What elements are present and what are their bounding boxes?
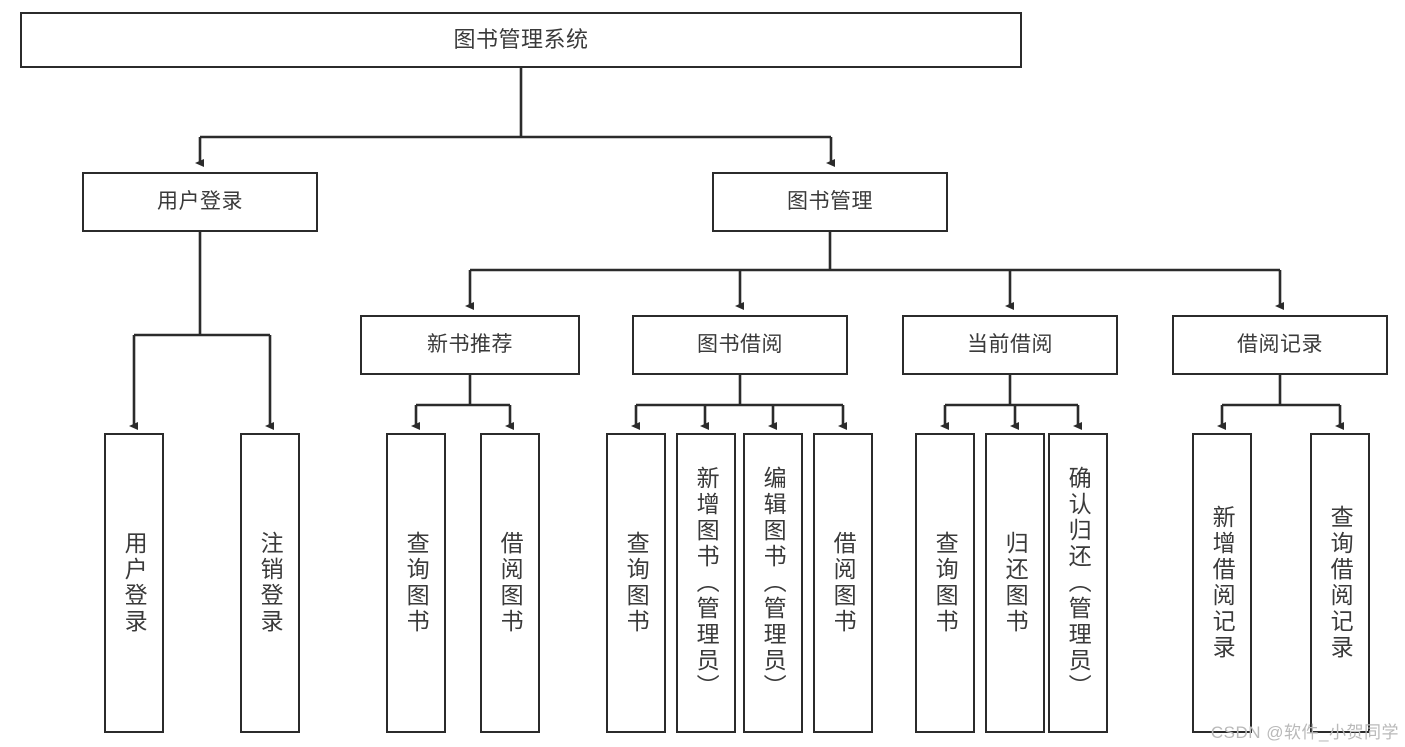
node-label: 归还图书 xyxy=(1002,531,1029,635)
node-borrow-record[interactable]: 借阅记录 xyxy=(1172,315,1388,375)
leaf-record-add-record[interactable]: 新增借阅记录 xyxy=(1192,433,1252,733)
node-label: 用户登录 xyxy=(121,531,148,635)
node-label: 查询图书 xyxy=(932,531,959,635)
leaf-borrow-add-book-admin[interactable]: 新增图书（管理员） xyxy=(676,433,736,733)
node-book-management[interactable]: 图书管理 xyxy=(712,172,948,232)
leaf-current-confirm-return-admin[interactable]: 确认归还（管理员） xyxy=(1048,433,1108,733)
node-label: 新增图书（管理员） xyxy=(693,466,720,700)
node-root-system[interactable]: 图书管理系统 xyxy=(20,12,1022,68)
node-label: 借阅图书 xyxy=(497,531,524,635)
leaf-borrow-edit-book-admin[interactable]: 编辑图书（管理员） xyxy=(743,433,803,733)
node-label: 查询图书 xyxy=(623,531,650,635)
node-label: 查询借阅记录 xyxy=(1327,505,1354,661)
node-label: 图书管理 xyxy=(787,189,873,213)
node-label: 借阅记录 xyxy=(1237,332,1323,356)
leaf-recommend-borrow-book[interactable]: 借阅图书 xyxy=(480,433,540,733)
watermark-text: CSDN @软件_小贺同学 xyxy=(1210,723,1399,742)
node-new-book-recommend[interactable]: 新书推荐 xyxy=(360,315,580,375)
node-user-login[interactable]: 用户登录 xyxy=(82,172,318,232)
node-label: 注销登录 xyxy=(257,531,284,635)
node-label: 查询图书 xyxy=(403,531,430,635)
node-label: 编辑图书（管理员） xyxy=(760,466,787,700)
node-label: 图书管理系统 xyxy=(453,27,589,53)
leaf-user-login-signout[interactable]: 注销登录 xyxy=(240,433,300,733)
leaf-borrow-borrow-book[interactable]: 借阅图书 xyxy=(813,433,873,733)
node-label: 新书推荐 xyxy=(427,332,513,356)
node-label: 确认归还（管理员） xyxy=(1065,466,1092,700)
leaf-user-login-signin[interactable]: 用户登录 xyxy=(104,433,164,733)
node-label: 借阅图书 xyxy=(830,531,857,635)
node-label: 当前借阅 xyxy=(967,332,1053,356)
node-label: 新增借阅记录 xyxy=(1209,505,1236,661)
leaf-record-query-record[interactable]: 查询借阅记录 xyxy=(1310,433,1370,733)
node-label: 用户登录 xyxy=(157,189,243,213)
node-book-borrow[interactable]: 图书借阅 xyxy=(632,315,848,375)
node-current-borrow[interactable]: 当前借阅 xyxy=(902,315,1118,375)
leaf-borrow-query-book[interactable]: 查询图书 xyxy=(606,433,666,733)
leaf-current-return-book[interactable]: 归还图书 xyxy=(985,433,1045,733)
leaf-current-query-book[interactable]: 查询图书 xyxy=(915,433,975,733)
leaf-recommend-query-book[interactable]: 查询图书 xyxy=(386,433,446,733)
node-label: 图书借阅 xyxy=(697,332,783,356)
